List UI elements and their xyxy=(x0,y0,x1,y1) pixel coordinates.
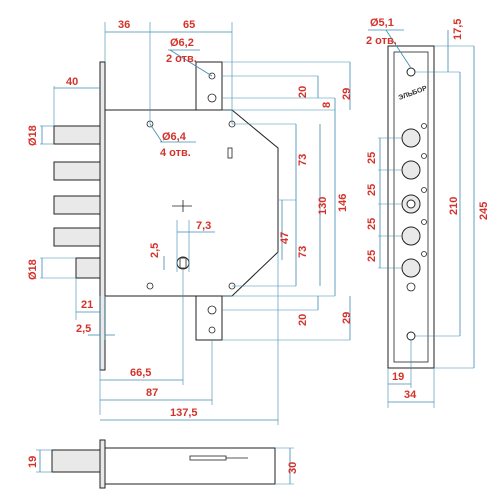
dim-73-bottom: 73 xyxy=(297,246,309,258)
dim-plate-25-1: 25 xyxy=(366,152,378,164)
main-dimension-lines xyxy=(40,22,351,425)
dim-47: 47 xyxy=(279,232,291,244)
tongue-hole-bot-2 xyxy=(208,326,216,334)
dim-65: 65 xyxy=(183,19,195,31)
plate-screw xyxy=(421,219,427,225)
dim-130: 130 xyxy=(317,197,329,215)
dim-29-top: 29 xyxy=(341,88,353,100)
dim-19-plate: 19 xyxy=(392,371,404,383)
lower-tongue xyxy=(195,295,223,341)
dim-146: 146 xyxy=(337,194,349,212)
key-mark xyxy=(172,200,192,212)
dim-87: 87 xyxy=(146,387,158,399)
plate-screw xyxy=(421,251,427,257)
body-slot xyxy=(227,147,233,159)
dim-top-hole-diameter: Ø6,2 xyxy=(170,37,194,49)
plate-screw xyxy=(421,153,427,159)
dim-side-30: 30 xyxy=(287,462,299,474)
dim-36: 36 xyxy=(118,19,130,31)
tongue-hole-top xyxy=(208,72,216,80)
dim-bolt-diameter-top: Ø18 xyxy=(27,125,39,146)
dim-245: 245 xyxy=(478,202,490,220)
dim-137-5: 137,5 xyxy=(170,407,198,419)
side-view: 19 30 xyxy=(27,439,299,489)
bolt-1 xyxy=(53,125,101,145)
strike-plate: ЭЛЬБОР xyxy=(387,45,435,369)
strike-plate-dimension-lines xyxy=(368,29,475,408)
side-faceplate xyxy=(99,439,106,489)
dim-top-hole-count: 2 отв. xyxy=(166,53,197,65)
main-dimension-text: 36 65 Ø6,2 2 отв. 40 Ø18 Ø18 Ø6,4 4 отв.… xyxy=(27,19,353,419)
lock-faceplate xyxy=(99,61,106,371)
bolt-2 xyxy=(53,161,101,181)
dim-21: 21 xyxy=(81,299,93,311)
dim-210: 210 xyxy=(448,197,460,215)
dim-8: 8 xyxy=(321,102,333,108)
dim-plate-hole-diameter: Ø5,1 xyxy=(370,17,394,29)
bolt-4 xyxy=(53,227,101,247)
dim-2-5: 2,5 xyxy=(76,323,91,335)
side-bolt xyxy=(51,449,101,473)
dim-plate-25-4: 25 xyxy=(366,250,378,262)
bolt-3 xyxy=(53,195,101,215)
dim-plate-hole-count: 2 отв. xyxy=(366,35,397,47)
upper-tongue xyxy=(195,61,223,111)
plate-screw xyxy=(421,123,427,129)
dim-plate-25-2: 25 xyxy=(366,184,378,196)
plate-bolt-cup xyxy=(401,160,421,180)
plate-screw xyxy=(421,187,427,193)
dim-17-5: 17,5 xyxy=(452,19,464,40)
dim-7-3: 7,3 xyxy=(196,220,211,232)
strike-plate-dimension-text: Ø5,1 2 отв. 17,5 210 245 25 25 25 25 19 … xyxy=(366,17,490,401)
dim-34: 34 xyxy=(404,389,417,401)
dim-plate-25-3: 25 xyxy=(366,218,378,230)
side-case xyxy=(104,447,276,485)
body-hole xyxy=(146,282,154,290)
plate-bolt-cup xyxy=(401,258,421,278)
plate-screw xyxy=(406,282,416,292)
tongue-hole-bot xyxy=(207,305,217,315)
dim-20-bottom: 20 xyxy=(297,314,309,326)
plate-hole-top xyxy=(406,67,416,77)
dim-40: 40 xyxy=(66,76,78,88)
dim-side-19: 19 xyxy=(27,456,39,468)
lock-body xyxy=(53,61,279,371)
plate-bolt-cup xyxy=(401,226,421,246)
tongue-hole-top-2 xyxy=(207,93,217,103)
dim-20-top: 20 xyxy=(297,86,309,98)
dim-66-5: 66,5 xyxy=(130,367,151,379)
dim-body-hole-count: 4 отв. xyxy=(160,147,191,159)
lock-case xyxy=(104,109,279,297)
follower-square xyxy=(179,257,187,269)
dim-2-5-key: 2,5 xyxy=(149,243,161,258)
dim-bolt-diameter-bottom: Ø18 xyxy=(27,259,39,280)
latch-bolt xyxy=(75,257,101,279)
follower-hole xyxy=(176,256,190,270)
dim-73-top: 73 xyxy=(297,154,309,166)
dim-29-bottom: 29 xyxy=(341,312,353,324)
plate-bolt-cup-center xyxy=(406,199,416,209)
plate-hole-bottom xyxy=(406,331,416,341)
dim-body-hole-diameter: Ø6,4 xyxy=(162,131,187,143)
plate-bolt-cup xyxy=(401,128,421,148)
